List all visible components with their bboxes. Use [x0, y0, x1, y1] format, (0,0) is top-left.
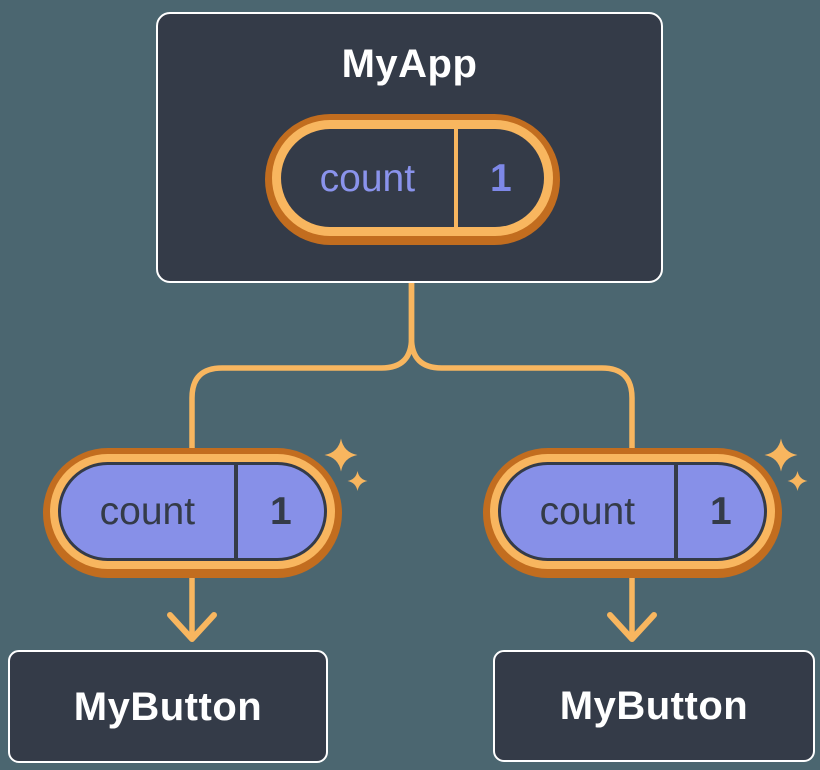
sparkle-icon — [787, 471, 808, 491]
connector-line-right — [408, 280, 635, 640]
pill-divider — [233, 465, 238, 558]
arrowhead-down-icon — [167, 612, 217, 642]
pill-divider — [453, 129, 458, 227]
sparkles-icon-left — [324, 438, 368, 491]
sparkles-icon-right — [764, 438, 808, 491]
state-pill-body: count 1 — [498, 462, 767, 561]
state-pill-right-child: count 1 — [483, 448, 782, 578]
state-value: 1 — [709, 490, 732, 533]
state-value: 1 — [269, 490, 292, 533]
state-pill-ring: count 1 — [490, 454, 775, 569]
state-pill-body: count 1 — [58, 462, 327, 561]
state-name: count — [319, 156, 416, 200]
state-pill-left-child: count 1 — [43, 448, 342, 578]
component-title: MyButton — [73, 684, 263, 729]
state-pill-root: count 1 — [265, 114, 560, 245]
component-title: MyApp — [341, 42, 478, 86]
pill-divider — [673, 465, 678, 558]
component-box-mybutton-right: MyButton — [493, 650, 815, 762]
arrowhead-down-icon — [607, 612, 657, 642]
state-pill-body: count 1 — [281, 129, 544, 227]
state-name: count — [99, 490, 196, 533]
component-title: MyButton — [559, 684, 749, 728]
sparkle-icon — [347, 471, 368, 491]
state-pill-ring: count 1 — [272, 120, 553, 236]
component-box-myapp: MyApp count 1 — [156, 12, 663, 283]
state-name: count — [539, 490, 636, 533]
state-pill-ring: count 1 — [50, 454, 335, 569]
connector-line-left — [189, 280, 415, 640]
state-value: 1 — [489, 156, 512, 200]
sparkle-icon — [764, 438, 798, 472]
sparkle-icon — [324, 438, 358, 472]
component-box-mybutton-left: MyButton — [8, 650, 328, 763]
